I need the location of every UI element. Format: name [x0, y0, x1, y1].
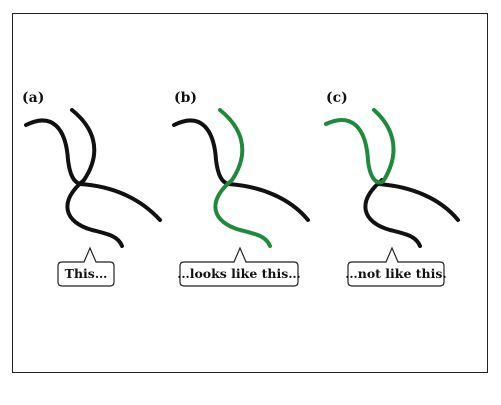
figure-frame: [12, 13, 488, 373]
panel-c: (c) …not like this.: [324, 90, 460, 287]
panel-b-strand-right: [226, 182, 310, 222]
panel-c-strand-right: [376, 182, 460, 222]
panel-c-strand-green: [324, 108, 396, 185]
panel-a-strand-upper-left: [24, 118, 82, 186]
panel-a-strand-upper-right: [70, 108, 97, 182]
panel-b-strand-upper-left: [172, 118, 230, 186]
panel-b-caption-bubble: …looks like this…: [177, 246, 301, 287]
panel-a-strand-right: [78, 182, 162, 222]
panel-b-caption: …looks like this…: [177, 266, 301, 281]
panel-a: (a) This…: [22, 90, 162, 287]
panel-b: (b) …looks like this…: [172, 90, 310, 287]
panel-b-strand-green: [213, 108, 272, 248]
panel-a-strand-lower: [65, 178, 124, 248]
panel-c-strand-lower: [363, 178, 422, 248]
panel-a-caption: This…: [65, 266, 108, 281]
panel-a-label: (a): [22, 90, 44, 106]
panel-c-label: (c): [326, 90, 348, 106]
panel-a-caption-bubble: This…: [57, 246, 115, 287]
panel-c-caption-bubble: …not like this.: [345, 246, 447, 287]
panel-c-caption: …not like this.: [345, 266, 447, 281]
panel-b-label: (b): [174, 90, 197, 106]
